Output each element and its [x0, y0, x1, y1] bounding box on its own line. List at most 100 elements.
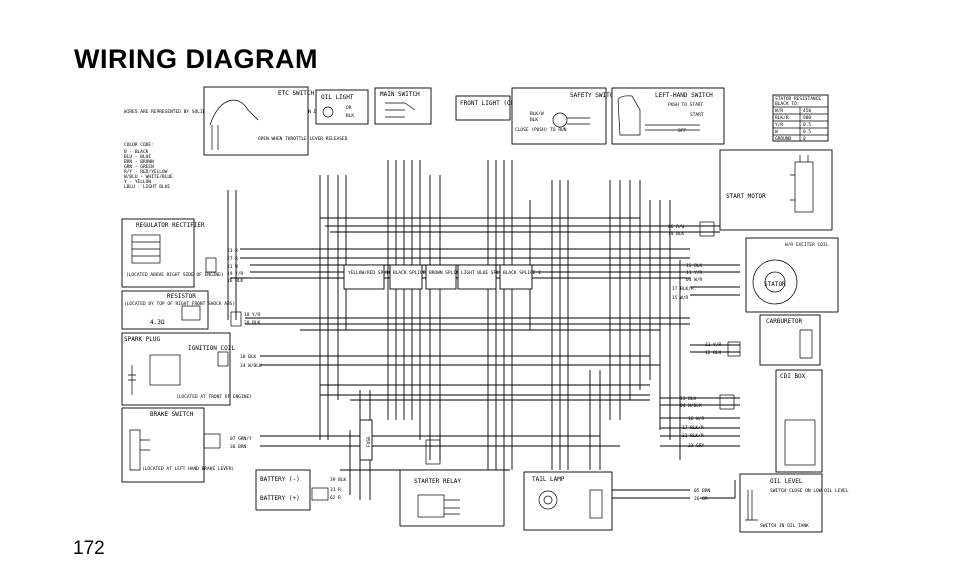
- wire-label: 19 Y/R: [227, 271, 244, 277]
- svg-text:STATOR RESISTANCE: STATOR RESISTANCE: [775, 96, 821, 102]
- battery: BATTERY (-) BATTERY (+): [255, 469, 311, 511]
- splice-label: BROWN SPLICE: [429, 270, 462, 276]
- stator-resistance-table: STATOR RESISTANCE BLACK TO: W/R 450 BLK/…: [772, 94, 829, 142]
- svg-text:REGULATOR RECTIFIER: REGULATOR RECTIFIER: [136, 222, 205, 229]
- svg-text:W/R EXCITER COIL: W/R EXCITER COIL: [785, 242, 829, 248]
- svg-text:OIL LEVEL: OIL LEVEL: [770, 478, 803, 485]
- wire-label: 15 BLK: [686, 263, 703, 269]
- oil-light: OIL LIGHT OR BLK: [315, 89, 369, 125]
- svg-text:4.3Ω: 4.3Ω: [150, 319, 165, 326]
- splice-label: BLACK SPLICE 1: [393, 270, 431, 276]
- start-motor: START MOTOR: [719, 149, 833, 231]
- carburetor: CARBURETOR: [759, 314, 821, 366]
- wire-label: 17 BLK/R: [672, 286, 694, 292]
- wire-label: 23 R: [227, 248, 238, 254]
- table-cell: Y/R: [775, 122, 783, 128]
- connectors: [203, 221, 741, 501]
- wire-label: 32 BLK/R: [682, 433, 704, 439]
- table-cell: 450: [803, 108, 811, 114]
- fuse: FUSE: [359, 419, 373, 461]
- splice-label: BLACK SPLICE 2: [503, 270, 541, 276]
- wire-label: 04 W/R: [686, 277, 703, 283]
- wire-label: 07 GRN/Y: [230, 436, 252, 442]
- svg-text:LEFT-HAND SWITCH: LEFT-HAND SWITCH: [655, 92, 713, 99]
- etc-switch: ETC SWITCH OPEN WHEN THROTTLE LEVER RELE…: [203, 86, 348, 156]
- wire-label: 11 Y/R: [686, 270, 703, 276]
- svg-text:SPARK PLUG: SPARK PLUG: [124, 336, 161, 343]
- wire-label: 26 OR: [694, 496, 708, 502]
- wire-label: 27 R: [227, 256, 238, 262]
- svg-text:START MOTOR: START MOTOR: [726, 193, 766, 200]
- wire-label: 14 BLK: [668, 231, 685, 237]
- svg-text:PUSH TO START: PUSH TO START: [668, 102, 704, 108]
- wire-label: 06 R/W: [668, 224, 685, 230]
- svg-text:RESISTOR: RESISTOR: [167, 293, 196, 300]
- table-cell: W: [775, 129, 778, 135]
- table-cell: 900: [803, 115, 811, 121]
- wire-label: 18 Y/R: [244, 312, 261, 318]
- wire-label: 31 R: [330, 487, 341, 493]
- front-light: FRONT LIGHT (OPTIONAL): [455, 95, 539, 121]
- wire-label: 17 BLK/R: [682, 425, 704, 431]
- svg-text:(LOCATED AT FRONT OF ENGINE): (LOCATED AT FRONT OF ENGINE): [176, 394, 252, 400]
- safety-switch: SAFETY SWITCH BLK/W BLK CLOSE (PUSH) TO …: [511, 87, 617, 145]
- svg-text:STARTER RELAY: STARTER RELAY: [414, 478, 461, 485]
- color-code-item: Y - YELLOW: [124, 179, 151, 185]
- color-code-item: GRN - GREEN: [124, 164, 154, 170]
- splices: YELLOW/RED SPLICE BLACK SPLICE 1 BROWN S…: [343, 264, 541, 290]
- left-hand-switch: LEFT-HAND SWITCH PUSH TO START START OFF: [611, 87, 725, 145]
- svg-text:OPEN WHEN THROTTLE LEVER RELEA: OPEN WHEN THROTTLE LEVER RELEASED: [258, 136, 348, 142]
- splice-label: LIGHT BLUE SPLICE: [461, 270, 507, 276]
- page-number: 172: [73, 538, 105, 559]
- wire-label: 36 BRN: [230, 444, 247, 450]
- wiring-harness: [227, 160, 740, 500]
- svg-text:SAFETY SWITCH: SAFETY SWITCH: [570, 92, 617, 99]
- wire-label: 12 BLK: [705, 350, 722, 356]
- wire-label: 31 GRY: [688, 443, 705, 449]
- svg-text:TAIL LAMP: TAIL LAMP: [532, 476, 565, 483]
- ignition-coil: SPARK PLUG IGNITION COIL (LOCATED AT FRO…: [121, 332, 252, 406]
- wire-label: 20 BLK: [244, 320, 261, 326]
- main-switch: MAIN SWITCH: [374, 87, 432, 125]
- color-code-item: LBLU - LIGHT BLUE: [124, 184, 170, 190]
- svg-text:BLK/W: BLK/W: [530, 111, 544, 117]
- regulator-rectifier: REGULATOR RECTIFIER (LOCATED ABOVE RIGHT…: [121, 218, 224, 288]
- svg-text:SWITCH IN OIL TANK: SWITCH IN OIL TANK: [760, 523, 809, 529]
- wire-label: 21 W: [227, 264, 238, 270]
- resistor: RESISTOR (LOCATED BY TOP OF RIGHT FRONT …: [121, 290, 235, 330]
- oil-level: OIL LEVEL SWITCH CLOSE ON LOW OIL LEVEL …: [739, 473, 849, 533]
- svg-text:BATTERY (-): BATTERY (-): [260, 476, 300, 483]
- svg-text:ETC SWITCH: ETC SWITCH: [278, 90, 315, 97]
- table-cell: BLK/R: [775, 115, 789, 121]
- wire-label: 21 Y/R: [705, 342, 722, 348]
- svg-text:MAIN SWITCH: MAIN SWITCH: [380, 91, 420, 98]
- wire-labels: 23 R 27 R 21 W 19 Y/R 26 BLK 18 Y/R 20 B…: [227, 224, 722, 502]
- svg-text:SWITCH CLOSE ON LOW OIL LEVEL: SWITCH CLOSE ON LOW OIL LEVEL: [770, 488, 849, 494]
- brake-switch: BRAKE SWITCH (LOCATED AT LEFT HAND BRAKE…: [121, 407, 234, 483]
- color-code-item: W/BLU - WHITE/BLUE: [124, 174, 173, 180]
- wire-label: 15 W/R: [672, 295, 689, 301]
- color-code-item: BRN - BROWN: [124, 159, 154, 165]
- wire-label: 62 R: [330, 495, 341, 501]
- svg-text:START: START: [690, 112, 704, 118]
- svg-text:BRAKE SWITCH: BRAKE SWITCH: [150, 411, 194, 418]
- table-cell: W/R: [775, 108, 783, 114]
- stator: STATOR W/R EXCITER COIL: [745, 237, 839, 313]
- svg-text:CARBURETOR: CARBURETOR: [766, 318, 803, 325]
- color-code-item: BLU - BLUE: [124, 154, 151, 160]
- svg-text:CLOSE (PUSH) TO RUN: CLOSE (PUSH) TO RUN: [515, 127, 567, 133]
- table-cell: GROUND: [775, 136, 792, 142]
- svg-text:STATOR: STATOR: [764, 281, 786, 288]
- wire-label: 05 BRN: [694, 488, 711, 494]
- svg-text:BATTERY (+): BATTERY (+): [260, 495, 300, 502]
- svg-text:(LOCATED BY TOP OF RIGHT FRONT: (LOCATED BY TOP OF RIGHT FRONT SHOCK ABS…: [124, 301, 235, 307]
- svg-text:BLK: BLK: [530, 117, 538, 123]
- svg-text:(LOCATED AT LEFT HAND BRAKE LE: (LOCATED AT LEFT HAND BRAKE LEVER): [142, 466, 234, 472]
- svg-text:FUSE: FUSE: [366, 436, 372, 447]
- color-code-item: R/Y - RED/YELLOW: [124, 169, 168, 175]
- svg-text:OIL LIGHT: OIL LIGHT: [321, 94, 354, 101]
- svg-text:IGNITION COIL: IGNITION COIL: [188, 345, 235, 352]
- splice-label: YELLOW/RED SPLICE: [348, 270, 394, 276]
- wire-label: 10 BLK: [240, 354, 257, 360]
